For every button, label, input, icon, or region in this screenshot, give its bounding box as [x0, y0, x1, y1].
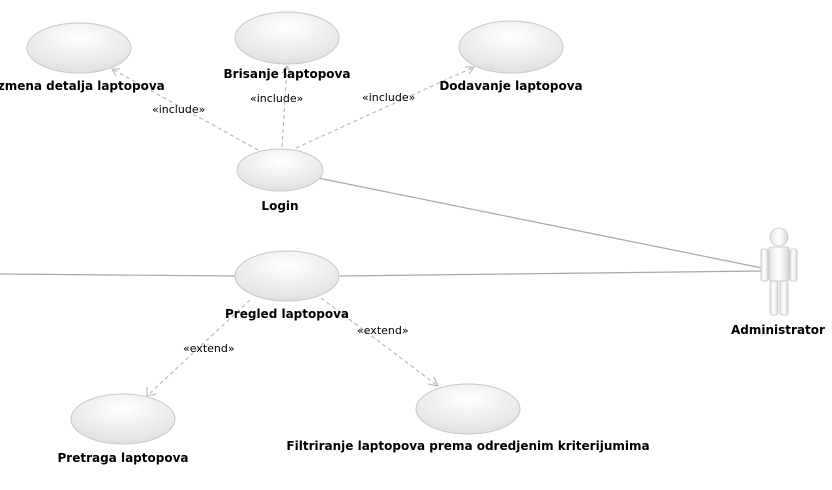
use-case-izmena-label: Izmena detalja laptopova	[0, 79, 165, 93]
use-case-filtriranje-label: Filtriranje laptopova prema odredjenim k…	[286, 439, 649, 453]
use-case-pregled-label: Pregled laptopova	[225, 307, 349, 321]
use-case-dodavanje[interactable]: Dodavanje laptopova	[439, 20, 583, 93]
use-case-izmena[interactable]: Izmena detalja laptopova	[0, 22, 165, 93]
include-brisanje-relation[interactable]	[281, 64, 292, 148]
actor-administrator-label: Administrator	[731, 323, 825, 337]
extend-pretraga-relation[interactable]	[146, 299, 251, 397]
actor-administrator[interactable]: Administrator	[731, 227, 825, 337]
association-login-administrator[interactable]	[317, 177, 763, 269]
use-case-filtriranje[interactable]: Filtriranje laptopova prema odredjenim k…	[286, 383, 650, 453]
extend-pretraga-label: «extend»	[183, 342, 235, 355]
extend-filtriranje-relation[interactable]	[320, 297, 439, 387]
use-case-pretraga[interactable]: Pretraga laptopova	[57, 393, 189, 465]
use-case-dodavanje-label: Dodavanje laptopova	[439, 79, 582, 93]
use-case-login-label: Login	[261, 199, 298, 213]
include-izmena-label: «include»	[152, 103, 205, 116]
include-izmena-relation[interactable]	[111, 68, 259, 151]
include-dodavanje-label: «include»	[362, 91, 415, 104]
association-pregled-offscreen[interactable]	[0, 273, 236, 277]
use-case-brisanje[interactable]: Brisanje laptopova	[224, 11, 351, 81]
use-case-pretraga-label: Pretraga laptopova	[57, 451, 188, 465]
use-case-brisanje-label: Brisanje laptopova	[224, 67, 351, 81]
association-pregled-administrator[interactable]	[339, 270, 763, 277]
use-case-login[interactable]: Login	[236, 148, 324, 213]
extend-filtriranje-label: «extend»	[357, 324, 409, 337]
actor-figure-icon	[760, 227, 798, 316]
use-case-pregled[interactable]: Pregled laptopova	[225, 250, 349, 321]
include-dodavanje-relation[interactable]	[295, 66, 476, 149]
include-brisanje-label: «include»	[250, 92, 303, 105]
